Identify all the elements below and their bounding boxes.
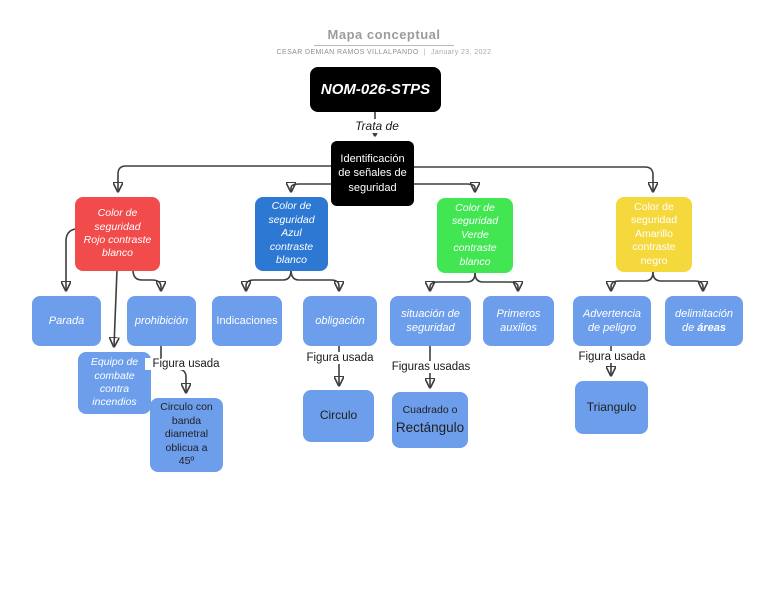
node-primeros-auxilios-label: Primeros auxilios xyxy=(496,307,541,334)
node-parada: Parada xyxy=(32,296,101,346)
edge-label-trata-de: Trata de xyxy=(346,119,408,133)
edge-main-to-blue xyxy=(291,184,331,191)
edge-blue-to-obligacion xyxy=(290,269,339,290)
node-delimitacion-areas: delimitación de áreas xyxy=(665,296,743,346)
node-circulo: Circulo xyxy=(303,390,374,442)
node-delimitacion-areas-label: delimitación de áreas xyxy=(675,307,733,335)
node-color-azul-label: Color de seguridad Azul contraste blanco xyxy=(268,200,315,267)
node-advertencia-peligro-label: Advertencia de peligro xyxy=(582,307,642,334)
node-nom-026-stps-label: NOM-026-STPS xyxy=(320,80,431,98)
node-obligacion-label: obligación xyxy=(315,314,365,327)
cuadrado-line1: Cuadrado o xyxy=(402,403,458,416)
delimitacion-line1: delimitación xyxy=(674,307,734,320)
node-triangulo: Triangulo xyxy=(575,381,648,434)
page-title: Mapa conceptual xyxy=(313,27,455,46)
document-header: Mapa conceptual CESAR DEMIAN RAMOS VILLA… xyxy=(0,26,768,56)
edge-green-to-situacion xyxy=(430,272,476,290)
edge-label-figuras-usadas-green: Figuras usadas xyxy=(385,361,477,373)
edge-main-to-yellow xyxy=(414,166,653,191)
edge-red-to-parada xyxy=(66,228,76,290)
node-circulo-banda-label: Circulo con banda diametral oblicua a 45… xyxy=(160,401,213,468)
node-color-rojo: Color de seguridad Rojo contraste blanco xyxy=(75,197,160,271)
edge-yellow-to-advertencia xyxy=(611,271,654,290)
edge-label-figura-usada-yellow: Figura usada xyxy=(571,351,653,363)
node-nom-026-stps: NOM-026-STPS xyxy=(310,67,441,112)
node-color-verde: Color de seguridad Verde contraste blanc… xyxy=(437,198,513,273)
node-color-amarillo-label: Color de seguridad Amarillo contraste ne… xyxy=(630,200,678,267)
node-cuadrado-rectangulo-label: Cuadrado o Rectángulo xyxy=(396,404,464,437)
edge-main-to-red xyxy=(118,165,331,191)
edge-label-figura-usada-red: Figura usada xyxy=(145,358,227,370)
edge-blue-to-indicaciones xyxy=(246,269,292,290)
node-identificacion-senales-label: Identificación de señales de seguridad xyxy=(338,153,407,194)
node-parada-label: Parada xyxy=(48,314,85,327)
node-identificacion-senales: Identificación de señales de seguridad xyxy=(331,141,414,206)
node-advertencia-peligro: Advertencia de peligro xyxy=(573,296,651,346)
byline-separator: | xyxy=(423,49,426,56)
node-equipo-combate-label: Equipo de combate contra incendios xyxy=(90,356,139,409)
edge-green-to-primeros xyxy=(474,272,518,290)
edge-red-to-equipo xyxy=(114,269,117,346)
node-cuadrado-rectangulo: Cuadrado o Rectángulo xyxy=(392,392,468,448)
node-circulo-label: Circulo xyxy=(319,408,358,423)
node-obligacion: obligación xyxy=(303,296,377,346)
byline: CESAR DEMIAN RAMOS VILLALPANDO | January 2… xyxy=(0,49,768,56)
edge-red-to-prohibicion xyxy=(132,269,161,290)
node-indicaciones-label: Indicaciones xyxy=(216,314,278,327)
node-prohibicion: prohibición xyxy=(127,296,196,346)
cuadrado-line2: Rectángulo xyxy=(395,420,465,436)
delimitacion-line2-prefix: de xyxy=(681,322,698,334)
node-equipo-combate: Equipo de combate contra incendios xyxy=(78,352,151,414)
publish-date: January 23, 2022 xyxy=(430,49,492,56)
edge-main-to-green xyxy=(414,184,475,191)
delimitacion-line2-bold: áreas xyxy=(697,322,727,334)
node-situacion-seguridad-label: situación de seguridad xyxy=(401,307,460,334)
node-indicaciones: Indicaciones xyxy=(212,296,282,346)
edge-label-figura-usada-blue: Figura usada xyxy=(299,352,381,364)
node-circulo-banda: Circulo con banda diametral oblicua a 45… xyxy=(150,398,223,472)
edge-yellow-to-delimitacion xyxy=(652,271,703,290)
node-color-verde-label: Color de seguridad Verde contraste blanc… xyxy=(451,201,499,268)
node-color-azul: Color de seguridad Azul contraste blanco xyxy=(255,197,328,271)
node-triangulo-label: Triangulo xyxy=(586,399,637,414)
node-color-amarillo: Color de seguridad Amarillo contraste ne… xyxy=(616,197,692,272)
node-color-rojo-label: Color de seguridad Rojo contraste blanco xyxy=(83,207,152,260)
author-name: CESAR DEMIAN RAMOS VILLALPANDO xyxy=(276,49,419,56)
node-situacion-seguridad: situación de seguridad xyxy=(390,296,471,346)
node-primeros-auxilios: Primeros auxilios xyxy=(483,296,554,346)
node-prohibicion-label: prohibición xyxy=(134,314,189,327)
